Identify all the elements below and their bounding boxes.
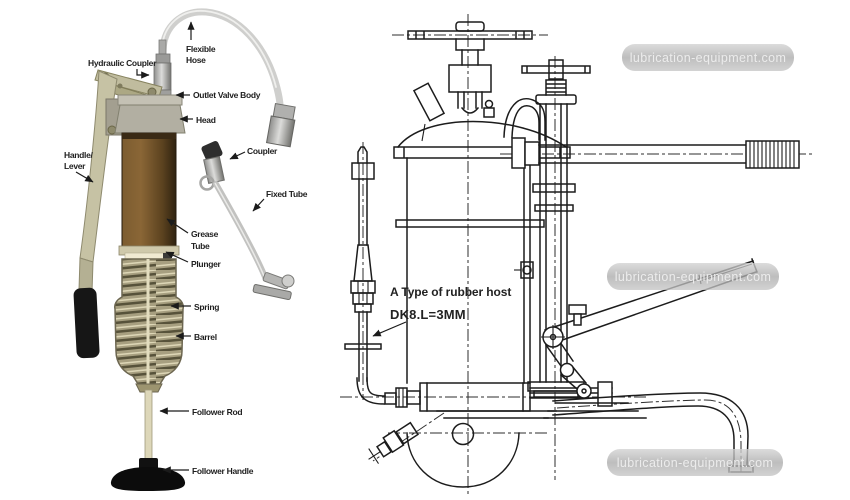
svg-text:Follower Handle: Follower Handle — [192, 466, 254, 476]
bottom-bowl — [406, 432, 520, 488]
watermarks: lubrication-equipment.com lubrication-eq… — [607, 44, 794, 476]
label-barrel: Barrel — [175, 332, 217, 342]
svg-text:lubrication-equipment.com: lubrication-equipment.com — [617, 456, 774, 470]
svg-text:Follower Rod: Follower Rod — [192, 407, 242, 417]
svg-text:Lever: Lever — [64, 161, 86, 171]
label-coupler: Coupler — [229, 146, 278, 160]
svg-text:lubrication-equipment.com: lubrication-equipment.com — [630, 51, 787, 65]
arrow-annotation — [372, 321, 407, 337]
fixed-tube-part — [213, 181, 295, 301]
svg-text:Coupler: Coupler — [247, 146, 278, 156]
pump-technical-drawing: A Type of rubber host DK8.L=3MM — [340, 14, 814, 497]
svg-text:Handle/: Handle/ — [64, 150, 94, 160]
arrow-hydraulic-coupler — [136, 69, 150, 79]
follower-rod-part — [144, 389, 153, 463]
label-follower-rod: Follower Rod — [159, 407, 243, 417]
head-part — [105, 94, 186, 136]
annotation-dk8: DK8.L=3MM — [390, 307, 466, 322]
lid-elbow-pipe — [503, 98, 546, 141]
svg-text:Outlet Valve Body: Outlet Valve Body — [193, 90, 261, 100]
pump-annotation: A Type of rubber host DK8.L=3MM — [372, 285, 511, 337]
annotation-rubber-hose: A Type of rubber host — [390, 285, 511, 299]
grease-gun-labels: Flexible Hose Hydraulic Coupler Outlet V… — [64, 21, 308, 476]
arrow-plunger — [165, 251, 189, 263]
grease-tube-part — [118, 132, 180, 260]
svg-text:Flexible: Flexible — [186, 44, 216, 54]
label-spring: Spring — [170, 302, 220, 312]
arrow-fixed-tube — [252, 198, 265, 212]
label-grease-tube: Grease Tube — [166, 218, 219, 251]
svg-text:Grease: Grease — [191, 229, 219, 239]
svg-text:Barrel: Barrel — [194, 332, 217, 342]
label-follower-handle: Follower Handle — [162, 466, 254, 476]
hatched-plug — [451, 422, 475, 446]
svg-text:Plunger: Plunger — [191, 259, 222, 269]
tank-t-handle — [407, 21, 533, 114]
watermark-middle: lubrication-equipment.com — [607, 263, 779, 290]
svg-text:Tube: Tube — [191, 241, 210, 251]
svg-text:lubrication-equipment.com: lubrication-equipment.com — [615, 270, 772, 284]
hose-highlight — [161, 10, 277, 88]
rubber-hose-assembly — [344, 146, 382, 382]
svg-text:Hydraulic Coupler: Hydraulic Coupler — [88, 58, 157, 68]
arrow-handle-lever — [75, 171, 94, 183]
greaser-fitting — [368, 421, 420, 464]
hose-end-fitting — [265, 102, 296, 148]
coupler-part — [199, 140, 225, 191]
arrow-coupler — [229, 151, 246, 160]
barrel-part — [114, 258, 184, 393]
hand-lever — [511, 137, 800, 169]
label-handle-lever: Handle/ Lever — [64, 150, 94, 183]
follower-handle-part — [110, 458, 186, 491]
label-flexible-hose: Flexible Hose — [186, 21, 216, 65]
label-head: Head — [179, 115, 216, 125]
watermark-bottom: lubrication-equipment.com — [607, 449, 783, 476]
label-hydraulic-coupler: Hydraulic Coupler — [88, 58, 157, 79]
lid-plug — [412, 82, 446, 142]
svg-text:Spring: Spring — [194, 302, 219, 312]
label-outlet-valve-body: Outlet Valve Body — [175, 90, 261, 100]
svg-text:Fixed Tube: Fixed Tube — [266, 189, 308, 199]
svg-text:Head: Head — [196, 115, 216, 125]
watermark-top: lubrication-equipment.com — [622, 44, 794, 71]
pump-column — [514, 59, 591, 398]
label-plunger: Plunger — [165, 251, 222, 269]
handle-grip — [73, 287, 100, 359]
label-fixed-tube: Fixed Tube — [252, 189, 308, 212]
lid-valve — [483, 99, 495, 118]
arrow-grease-tube — [166, 218, 189, 234]
svg-text:Hose: Hose — [186, 55, 206, 65]
grease-gun-illustration — [73, 8, 296, 491]
tank — [393, 120, 571, 384]
